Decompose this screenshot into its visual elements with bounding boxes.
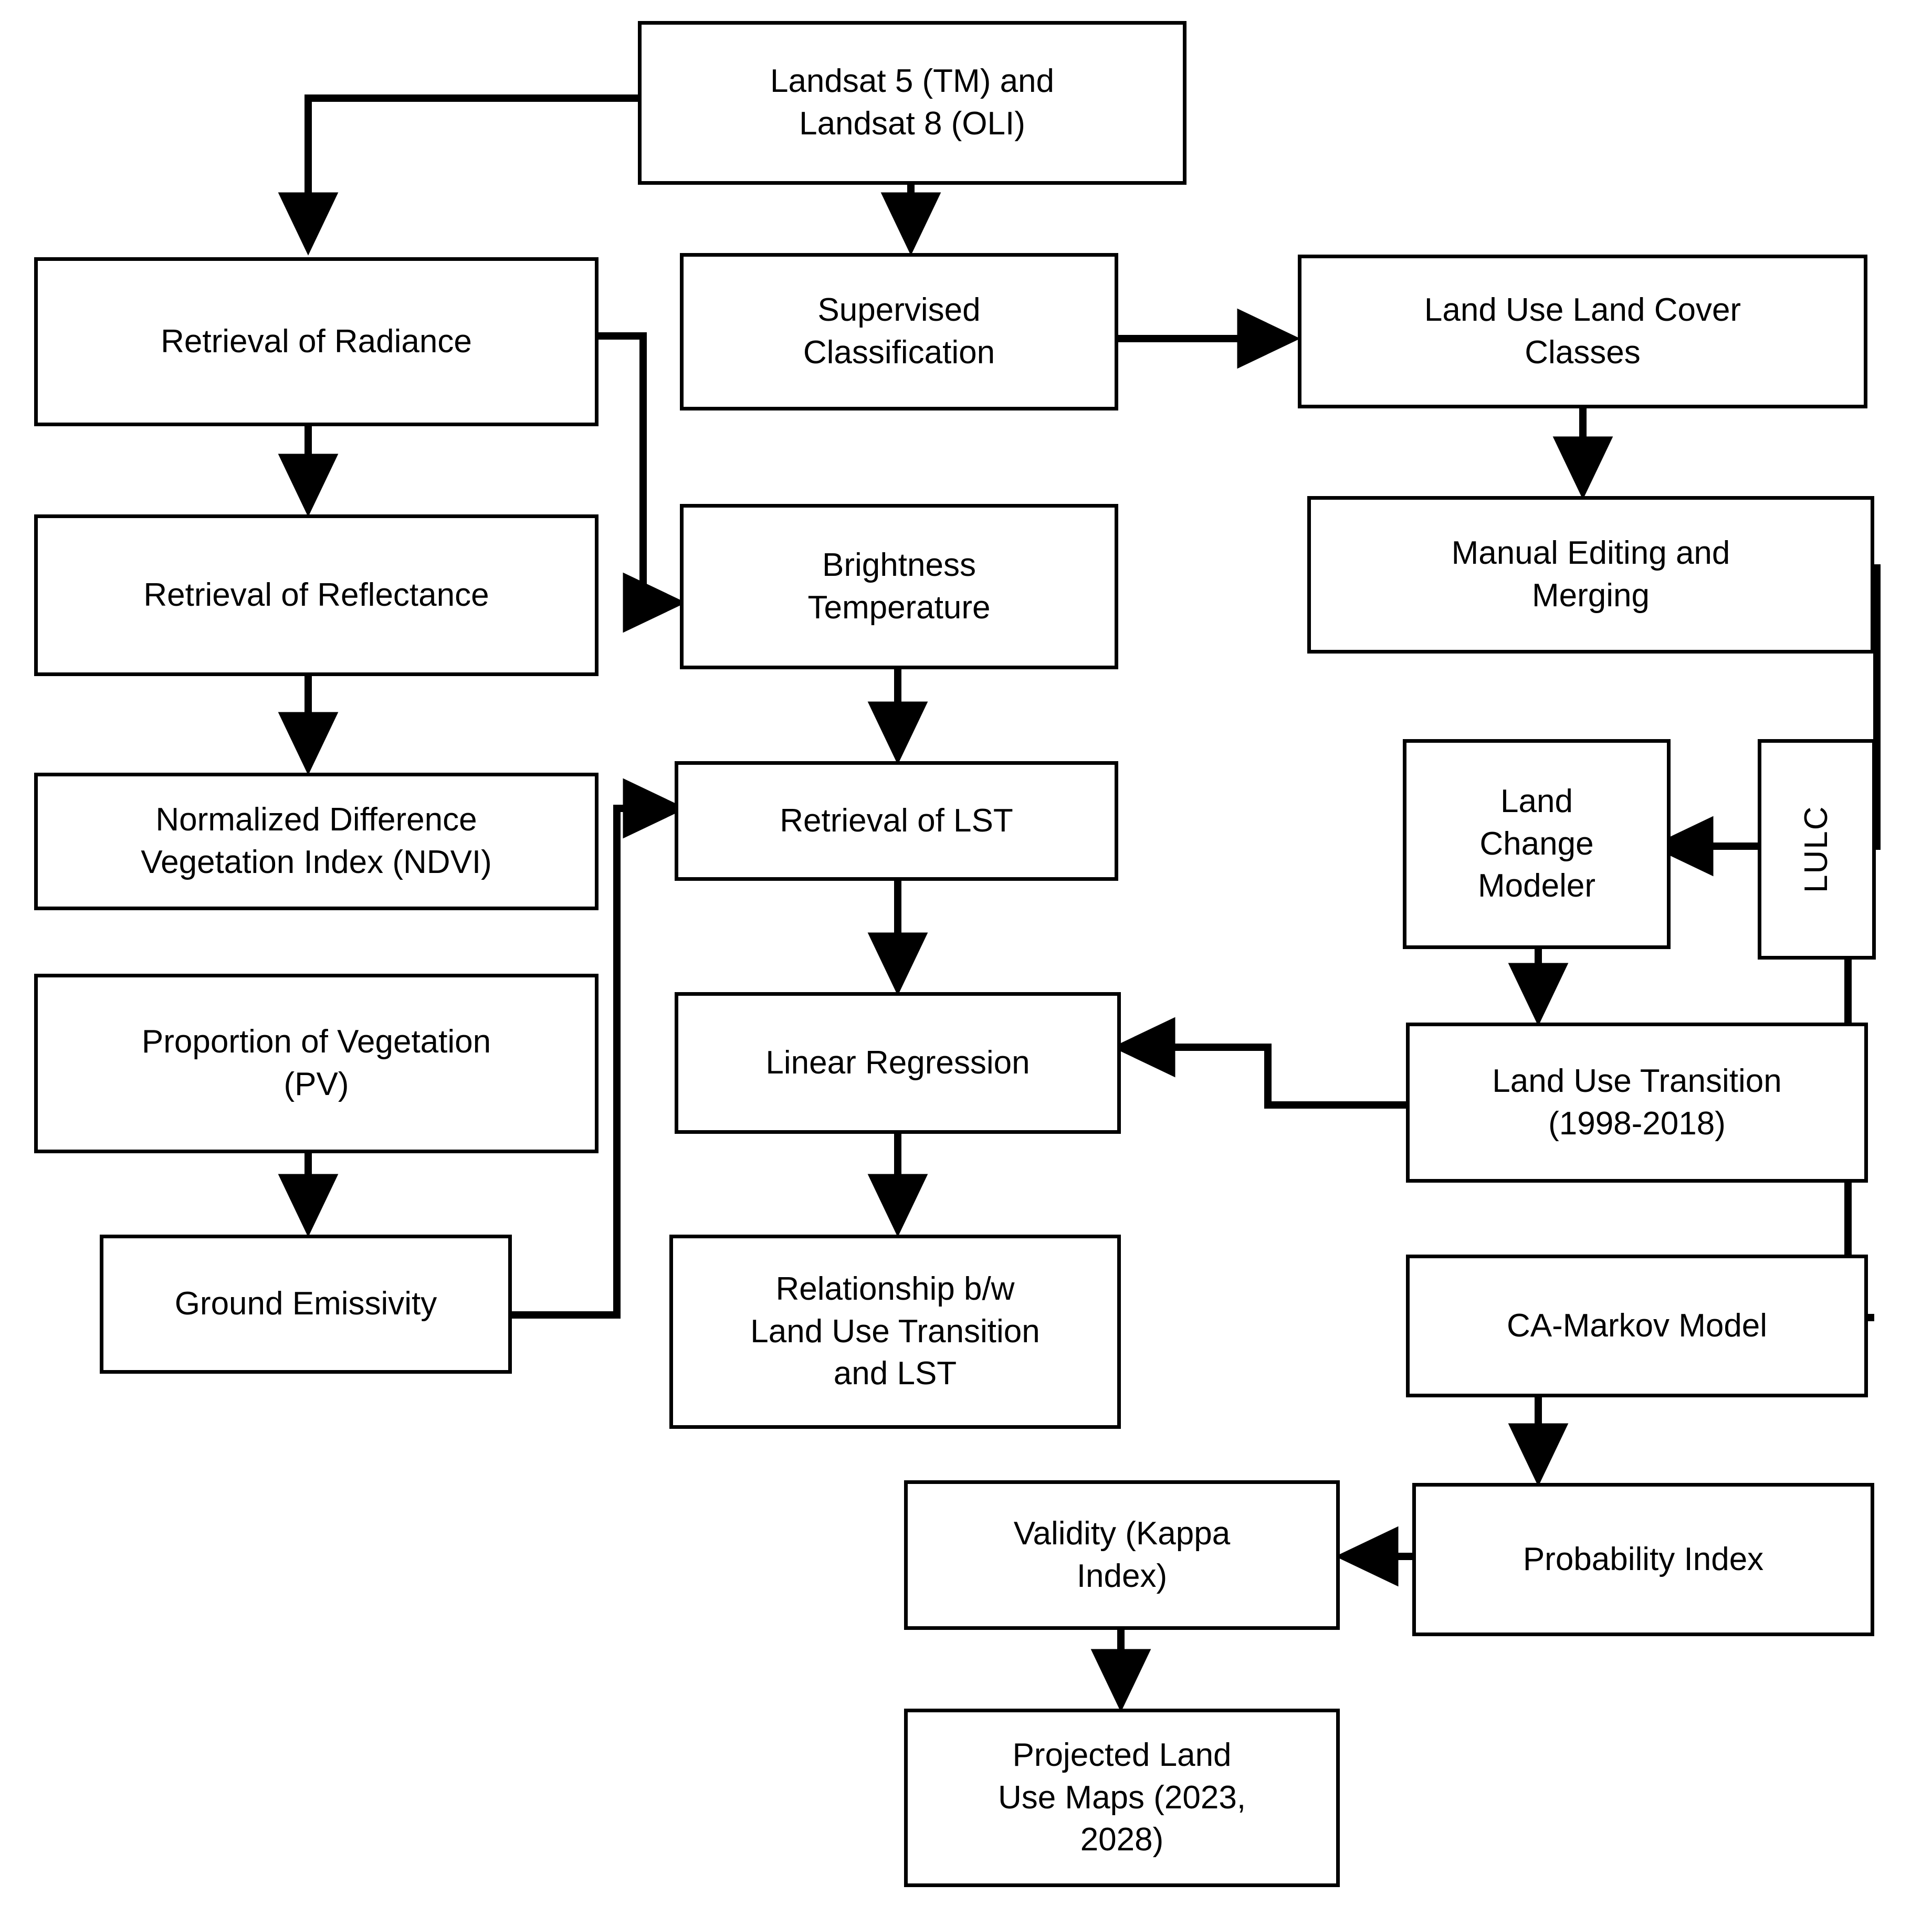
- node-retrieval-of-reflectance[interactable]: Retrieval of Reflectance: [34, 514, 598, 676]
- node-linear-regression[interactable]: Linear Regression: [675, 992, 1121, 1134]
- node-lulc-label[interactable]: LULC: [1758, 739, 1876, 960]
- node-label: Linear Regression: [765, 1044, 1030, 1081]
- node-projected-land-use-maps[interactable]: Projected Land Use Maps (2023, 2028): [904, 1709, 1340, 1887]
- node-label: Relationship b/w Land Use Transition and…: [750, 1271, 1040, 1392]
- node-proportion-of-vegetation[interactable]: Proportion of Vegetation (PV): [34, 974, 598, 1153]
- node-validity-kappa-index[interactable]: Validity (Kappa Index): [904, 1480, 1340, 1630]
- node-label: Normalized Difference Vegetation Index (…: [141, 802, 492, 880]
- node-label: Brightness Temperature: [807, 546, 991, 626]
- node-supervised-classification[interactable]: Supervised Classification: [680, 253, 1118, 410]
- node-label: Manual Editing and Merging: [1451, 535, 1730, 614]
- node-label: Land Use Land Cover Classes: [1424, 291, 1741, 371]
- node-lulc-classes[interactable]: Land Use Land Cover Classes: [1298, 255, 1867, 408]
- node-manual-editing-merging[interactable]: Manual Editing and Merging: [1307, 496, 1874, 654]
- node-landsat-source[interactable]: Landsat 5 (TM) and Landsat 8 (OLI): [638, 21, 1186, 185]
- node-label: Land Use Transition (1998-2018): [1492, 1062, 1782, 1142]
- node-land-use-transition[interactable]: Land Use Transition (1998-2018): [1406, 1023, 1868, 1183]
- node-ground-emissivity[interactable]: Ground Emissivity: [100, 1235, 512, 1374]
- node-label: LULC: [1798, 805, 1835, 893]
- edge-transition-to-regression: [1112, 1017, 1407, 1109]
- node-retrieval-of-lst[interactable]: Retrieval of LST: [675, 761, 1118, 881]
- node-label: Land Change Modeler: [1478, 783, 1595, 904]
- node-probability-index[interactable]: Probability Index: [1412, 1483, 1874, 1636]
- node-label: Retrieval of Radiance: [161, 323, 472, 360]
- node-ca-markov-model[interactable]: CA-Markov Model: [1406, 1255, 1868, 1397]
- node-label: Validity (Kappa Index): [1013, 1515, 1231, 1594]
- node-label: CA-Markov Model: [1506, 1307, 1768, 1344]
- node-label: Projected Land Use Maps (2023, 2028): [998, 1737, 1246, 1858]
- node-brightness-temperature[interactable]: Brightness Temperature: [680, 504, 1118, 669]
- node-ndvi[interactable]: Normalized Difference Vegetation Index (…: [34, 773, 598, 910]
- node-label: Probability Index: [1522, 1541, 1764, 1577]
- node-label: Landsat 5 (TM) and Landsat 8 (OLI): [770, 63, 1055, 142]
- node-label: Retrieval of LST: [780, 802, 1013, 839]
- node-label: Supervised Classification: [803, 292, 995, 371]
- node-label: Proportion of Vegetation (PV): [141, 1024, 491, 1102]
- edge-landsat-to-radiance: [278, 94, 638, 256]
- node-relationship-lu-lst[interactable]: Relationship b/w Land Use Transition and…: [669, 1235, 1121, 1429]
- node-label: Retrieval of Reflectance: [143, 576, 489, 613]
- node-retrieval-of-radiance[interactable]: Retrieval of Radiance: [34, 257, 598, 426]
- edge-radiance-to-brightness: [598, 332, 686, 633]
- node-label: Ground Emissivity: [174, 1286, 437, 1322]
- node-land-change-modeler[interactable]: Land Change Modeler: [1403, 739, 1671, 949]
